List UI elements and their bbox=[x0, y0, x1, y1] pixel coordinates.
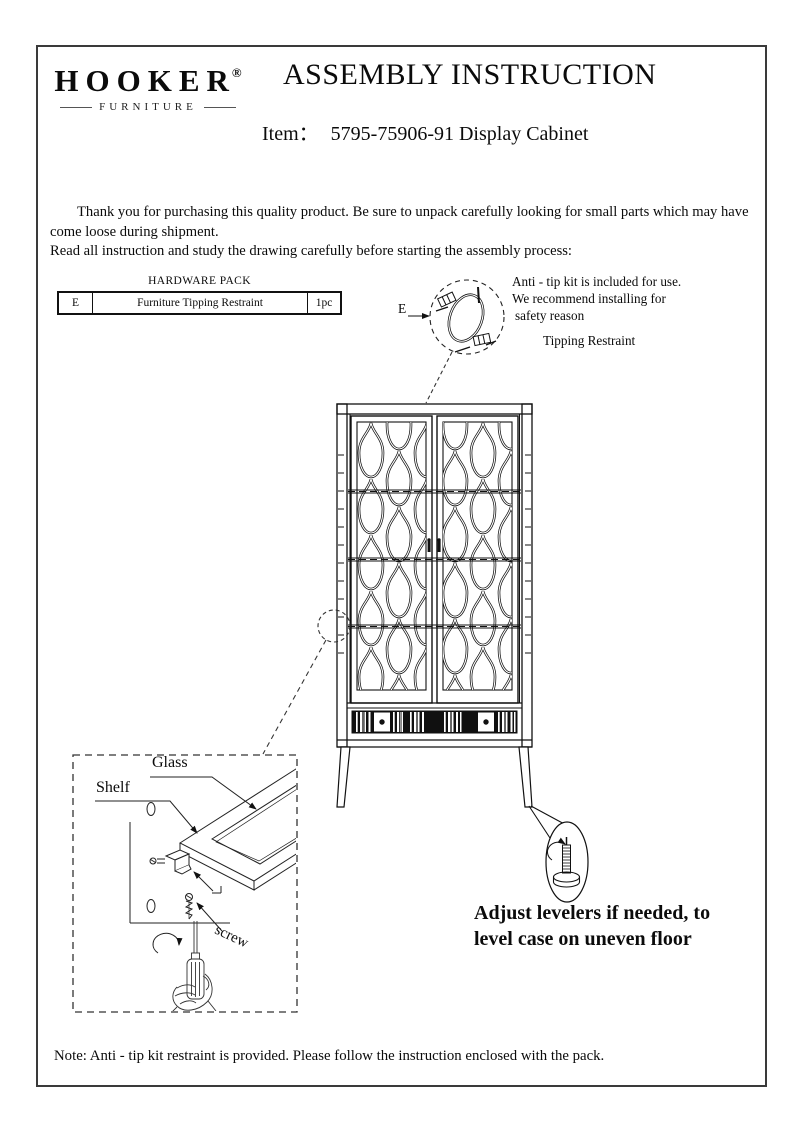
screw-drawing bbox=[184, 893, 194, 920]
left-door-lattice bbox=[357, 422, 426, 690]
shelf-detail-inset bbox=[72, 754, 298, 1013]
logo-rule-left bbox=[60, 106, 93, 108]
right-leg bbox=[518, 746, 533, 808]
tipping-restraint-drawing bbox=[408, 279, 505, 404]
cabinet-drawing bbox=[336, 403, 533, 808]
hardware-pack-table: E Furniture Tipping Restraint 1pc bbox=[57, 291, 342, 315]
hardware-pack-title: HARDWARE PACK bbox=[148, 275, 251, 287]
antitip-line: We recommend installing for bbox=[512, 290, 666, 306]
glass-shelf-lines bbox=[348, 489, 521, 629]
intro-line: Thank you for purchasing this quality pr… bbox=[77, 204, 749, 220]
tipping-restraint-callout-label: E bbox=[398, 301, 407, 316]
leveler-instruction-line: Adjust levelers if needed, to bbox=[474, 902, 711, 924]
shelf-leader-line bbox=[95, 800, 198, 834]
drawer-front bbox=[351, 710, 518, 734]
registered-mark: ® bbox=[231, 65, 242, 80]
leveler-callout bbox=[528, 805, 589, 903]
page-title: ASSEMBLY INSTRUCTION bbox=[283, 58, 657, 91]
intro-line: come loose during shipment. bbox=[50, 223, 219, 240]
brand-name: HOOKER® bbox=[54, 63, 242, 98]
shelf-bracket bbox=[149, 849, 192, 875]
hardware-row-qty: 1pc bbox=[315, 297, 333, 309]
page-border bbox=[36, 45, 767, 1087]
glass-leader-line bbox=[150, 776, 257, 810]
rotation-arrow bbox=[152, 932, 183, 954]
item-value: 5795-75906-91 Display Cabinet bbox=[330, 123, 589, 145]
antitip-line: Anti - tip kit is included for use. bbox=[512, 274, 682, 289]
brand-logo: HOOKER® FURNITURE bbox=[52, 56, 244, 114]
pin-hole bbox=[146, 899, 156, 913]
screwdriver-hand bbox=[172, 921, 217, 1011]
left-leg bbox=[336, 746, 351, 808]
intro-paragraph: Thank you for purchasing this quality pr… bbox=[50, 203, 766, 262]
shelf-isometric bbox=[178, 768, 296, 891]
door-handles bbox=[427, 538, 441, 552]
footer-note: Note: Anti - tip kit restraint is provid… bbox=[54, 1048, 605, 1064]
hardware-row-id: E bbox=[59, 293, 93, 313]
tipping-restraint-caption: Tipping Restraint bbox=[543, 333, 636, 348]
hardware-row-name: Furniture Tipping Restraint bbox=[93, 293, 308, 313]
leveler-instruction: Adjust levelers if needed, to level case… bbox=[474, 901, 710, 952]
glass-label: Glass bbox=[152, 754, 188, 771]
right-door-lattice bbox=[443, 422, 512, 690]
shelf-label: Shelf bbox=[96, 779, 130, 796]
pin-hole bbox=[146, 802, 156, 816]
brand-subtitle: FURNITURE bbox=[99, 101, 197, 113]
logo-rule-right bbox=[203, 106, 236, 108]
item-label: Item： bbox=[262, 123, 319, 145]
antitip-line: safety reason bbox=[515, 307, 585, 323]
antitip-note: Anti - tip kit is included for use. We r… bbox=[512, 274, 681, 324]
leveler-instruction-line: level case on uneven floor bbox=[474, 927, 692, 950]
shelf-detail-callout bbox=[262, 609, 351, 755]
item-line: Item： 5795-75906-91 Display Cabinet bbox=[262, 117, 588, 146]
intro-line: Read all instruction and study the drawi… bbox=[50, 243, 572, 259]
